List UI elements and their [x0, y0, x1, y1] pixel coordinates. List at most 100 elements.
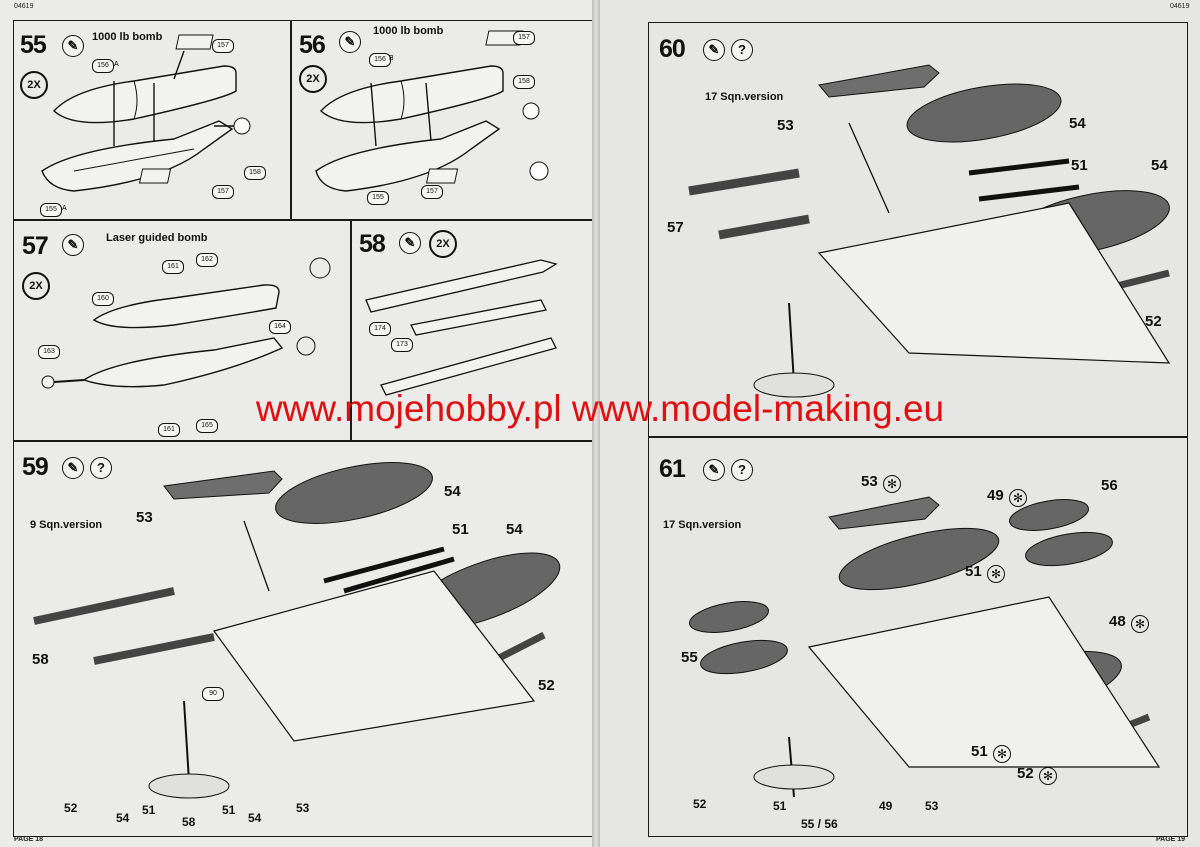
step-55-drawing — [41, 34, 251, 192]
optional-star-icon: ✻ — [993, 745, 1011, 763]
glue-icon: ✎ — [703, 39, 725, 61]
part-number: 51 — [965, 563, 982, 580]
multiplier-badge: 2X — [299, 65, 327, 93]
step-56-drawing — [315, 30, 549, 192]
part-number: 53 — [136, 509, 153, 526]
step-61-panel: 61 ✎ ? 17 Sqn.version 53 ✻ 49 ✻ 56 51 ✻ … — [648, 436, 1188, 837]
part-callout: 157 — [212, 39, 234, 53]
variant-suffix: A — [62, 205, 67, 212]
optional-star-icon: ✻ — [1009, 489, 1027, 507]
glue-icon: ✎ — [62, 234, 84, 256]
part-number: 54 — [444, 483, 461, 500]
multiplier-badge: 2X — [22, 272, 50, 300]
version-label: 17 Sqn.version — [705, 91, 784, 103]
part-number: 48 — [1109, 613, 1126, 630]
variant-suffix: A — [114, 61, 119, 68]
part-callout: 174 — [369, 322, 391, 336]
variant-suffix: B — [389, 55, 394, 62]
step-number: 60 — [659, 35, 686, 63]
part-number: 55 — [681, 649, 698, 666]
part-number: 54 — [506, 521, 523, 538]
step-number: 56 — [299, 31, 326, 59]
part-callout: 164 — [269, 320, 291, 334]
part-callout: 157 — [513, 31, 535, 45]
part-number: 54 — [116, 811, 130, 825]
part-callout: 163 — [38, 345, 60, 359]
left-page: 04619 55 ✎ 2X 1000 lb bomb 157 156 158 1… — [0, 0, 594, 847]
kit-code-right: 04619 — [1170, 3, 1190, 10]
part-number: 53 — [777, 117, 794, 134]
step-number: 57 — [22, 232, 49, 260]
part-callout: 155 — [367, 191, 389, 205]
part-number: 52 — [693, 797, 707, 811]
part-number: 52 — [64, 801, 78, 815]
step-title: 1000 lb bomb — [92, 31, 163, 43]
step-title: Laser guided bomb — [106, 232, 208, 244]
part-callout: 158 — [513, 75, 535, 89]
part-number: 52 — [1017, 765, 1034, 782]
optional-star-icon: ✻ — [1039, 767, 1057, 785]
part-number: 57 — [667, 219, 684, 236]
part-callout: 165 — [196, 419, 218, 433]
part-number: 52 — [1145, 313, 1162, 330]
glue-icon: ✎ — [62, 457, 84, 479]
part-callout: 156 — [92, 59, 114, 73]
right-page: 04619 60 ✎ ? 17 Sqn.version 53 54 51 54 … — [600, 0, 1200, 847]
page-number-left: PAGE 18 — [14, 836, 44, 843]
step-60-drawing — [688, 64, 1171, 398]
part-callout: 173 — [391, 338, 413, 352]
page-number-right: PAGE 19 — [1156, 836, 1186, 843]
step-58-drawing — [365, 259, 558, 396]
part-callout: 157 — [421, 185, 443, 199]
glue-icon: ✎ — [339, 31, 361, 53]
step-60-panel: 60 ✎ ? 17 Sqn.version 53 54 51 54 57 52 — [648, 22, 1188, 438]
part-number: 51 — [773, 799, 787, 813]
kit-code-left: 04619 — [14, 3, 34, 10]
part-number: 54 — [248, 811, 262, 825]
part-callout: 90 — [202, 687, 224, 701]
part-number: 58 — [32, 651, 49, 668]
part-callout: 157 — [212, 185, 234, 199]
part-number: 52 — [538, 677, 555, 694]
glue-icon: ✎ — [62, 35, 84, 57]
part-number: 54 — [1069, 115, 1086, 132]
step-57-drawing — [41, 257, 331, 389]
part-callout: 160 — [92, 292, 114, 306]
part-number: 51 — [452, 521, 469, 538]
part-number: 51 — [142, 803, 156, 817]
step-59-panel: 59 ✎ ? 9 Sqn.version 53 54 51 54 58 52 9… — [13, 440, 594, 837]
part-number: 58 — [182, 815, 196, 829]
part-callout: 161 — [162, 260, 184, 274]
part-number: 49 — [987, 487, 1004, 504]
part-number: 51 — [222, 803, 236, 817]
question-icon: ? — [731, 459, 753, 481]
part-callout: 158 — [244, 166, 266, 180]
step-55-panel: 55 ✎ 2X 1000 lb bomb 157 156 158 157 155… — [13, 20, 292, 221]
part-callout: 156 — [369, 53, 391, 67]
part-number: 49 — [879, 799, 893, 813]
optional-star-icon: ✻ — [987, 565, 1005, 583]
step-59-drawing — [33, 462, 561, 799]
part-number: 53 — [861, 473, 878, 490]
binding-gutter — [592, 0, 600, 847]
step-title: 1000 lb bomb — [373, 25, 444, 37]
version-label: 9 Sqn.version — [30, 519, 103, 531]
part-number: 51 — [971, 743, 988, 760]
multiplier-badge: 2X — [429, 230, 457, 258]
version-label: 17 Sqn.version — [663, 519, 742, 531]
multiplier-badge: 2X — [20, 71, 48, 99]
glue-icon: ✎ — [399, 232, 421, 254]
part-callout: 155 — [40, 203, 62, 217]
optional-star-icon: ✻ — [1131, 615, 1149, 633]
step-number: 55 — [20, 31, 47, 59]
optional-star-icon: ✻ — [883, 475, 901, 493]
step-56-panel: 56 ✎ 2X 1000 lb bomb 157 156 158 157 155… — [290, 20, 594, 221]
question-icon: ? — [90, 457, 112, 479]
step-number: 59 — [22, 453, 49, 481]
step-number: 58 — [359, 230, 386, 258]
question-icon: ? — [731, 39, 753, 61]
step-57-panel: 57 ✎ 2X Laser guided bomb 162 161 160 16… — [13, 219, 352, 442]
part-number: 51 — [1071, 157, 1088, 174]
part-number: 56 — [1101, 477, 1118, 494]
part-number: 53 — [925, 799, 939, 813]
